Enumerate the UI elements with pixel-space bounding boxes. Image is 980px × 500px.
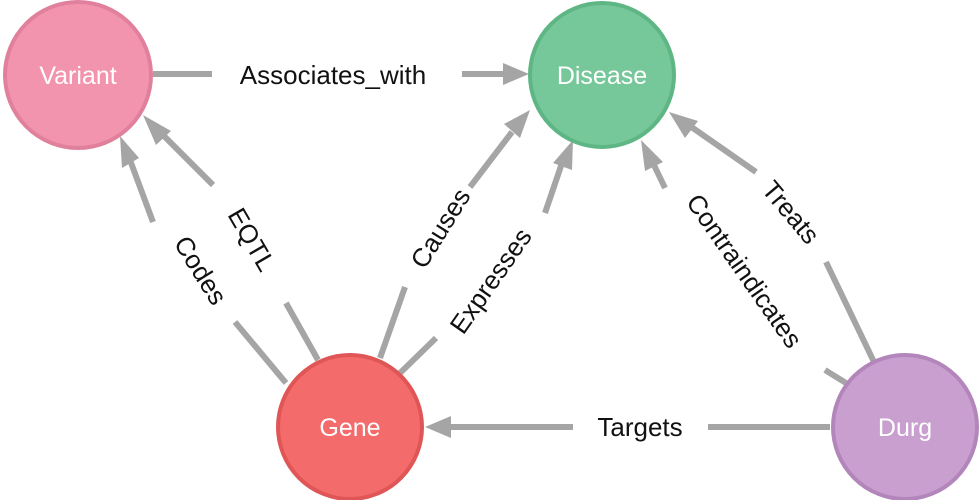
node-circle bbox=[831, 353, 979, 500]
edge-line bbox=[377, 286, 408, 359]
edge-eqtl[interactable]: EQTL bbox=[143, 115, 321, 362]
edge-line bbox=[542, 162, 565, 214]
arrowhead-icon bbox=[504, 110, 530, 138]
arrowhead-icon bbox=[669, 112, 698, 138]
edge-label: Targets bbox=[597, 412, 682, 442]
node-disease[interactable]: Disease bbox=[528, 1, 676, 149]
node-label: Disease bbox=[557, 62, 647, 90]
edge-line bbox=[823, 367, 848, 386]
edge-label: EQTL bbox=[222, 203, 282, 277]
edge-label: Treats bbox=[756, 175, 826, 250]
arrowhead-icon bbox=[120, 136, 139, 168]
edge-line bbox=[283, 301, 321, 362]
edge-line bbox=[232, 320, 289, 385]
edge-line bbox=[823, 260, 877, 364]
node-circle bbox=[3, 0, 153, 150]
node-variant[interactable]: Variant bbox=[3, 0, 153, 150]
node-label: Durg bbox=[878, 414, 932, 442]
node-label: Variant bbox=[39, 62, 116, 90]
edge-contraindicates[interactable]: Contraindicates bbox=[641, 140, 848, 386]
node-gene[interactable]: Gene bbox=[276, 353, 424, 500]
arrowhead-icon bbox=[553, 140, 573, 170]
edge-line bbox=[395, 335, 439, 378]
edge-associates-with[interactable]: Associates_with bbox=[153, 60, 529, 90]
edge-line bbox=[160, 132, 216, 188]
edge-line bbox=[127, 158, 156, 224]
edge-label: Associates_with bbox=[240, 60, 426, 90]
edge-line bbox=[467, 130, 515, 189]
arrowhead-icon bbox=[641, 140, 663, 171]
arrowhead-icon bbox=[503, 63, 529, 85]
node-circle bbox=[528, 1, 676, 149]
edge-label: Expresses bbox=[444, 223, 538, 340]
nodes-layer: Variant Disease Gene Durg bbox=[3, 0, 979, 500]
edge-targets[interactable]: Targets bbox=[425, 412, 830, 442]
edge-line bbox=[650, 161, 668, 190]
edge-label: Codes bbox=[168, 230, 233, 310]
node-circle bbox=[276, 353, 424, 500]
node-drug[interactable]: Durg bbox=[831, 353, 979, 500]
edge-line bbox=[688, 123, 758, 175]
edge-label: Causes bbox=[404, 183, 476, 274]
edges-layer: Associates_with EQTL Codes Causes bbox=[120, 60, 877, 442]
arrowhead-icon bbox=[425, 416, 451, 438]
node-label: Gene bbox=[319, 414, 380, 442]
arrowhead-icon bbox=[143, 115, 171, 145]
